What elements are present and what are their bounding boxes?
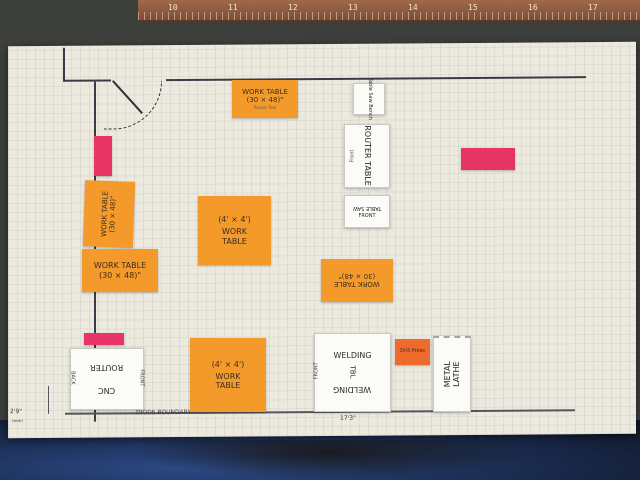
dimension-left-unit: (mm) [12,418,23,424]
work-table-top-card: WORK TABLE (30 × 48)" Router Tool [232,80,298,118]
work-table-left-horizontal-card: WORK TABLE (30 × 48)" [82,249,158,292]
card-title: TABLE SAW [352,204,382,211]
router-table-card: ROUTER TABLE Front [344,124,390,188]
dimension-bottom-right: 17'3" [340,414,356,422]
side-front-label: FRONT [313,362,320,380]
card-title: WORK TABLE [215,371,241,391]
wooden-ruler: 10 11 12 13 14 15 16 17 [138,0,640,22]
card-note: Router Tool [253,104,277,110]
card-title-mirrored: WELDING [333,384,372,394]
card-title: WORK TABLE [334,280,380,289]
card-size: (30 × 48)" [246,95,284,104]
work-table-right-card: WORK TABLE (30 × 48)" [321,259,393,302]
card-title: ROUTER [90,363,124,372]
card-subtitle: TBL [348,366,357,379]
fabric-fold [130,440,530,480]
side-back-label: BACK [69,371,76,385]
pink-note-right [461,148,515,170]
card-title: WORK TABLE [93,261,147,271]
card-subtitle: CNC [98,386,116,396]
side-front-label: FRONT [138,369,145,387]
card-label: Table Saw Bench [366,77,373,121]
card-size: (4' × 4') [218,215,251,225]
ruler-mark: 14 [408,3,418,12]
ruler-mark: 10 [168,3,178,12]
router-cnc-card: ROUTER CNC BACK FRONT [70,348,144,410]
card-size: (30 × 48)" [98,270,142,280]
rotated-text-group: WORK TABLE (30 × 48)" [334,272,380,289]
dimension-line-left [48,385,49,414]
work-table-center-bottom-card: (4' × 4') WORK TABLE [190,338,266,412]
ruler-mark: 13 [348,3,358,12]
side-front-label: Front [349,149,356,163]
card-size: (4' × 4') [211,359,245,369]
ruler-mark: 17 [588,3,598,12]
ruler-mark: 12 [288,3,298,12]
ruler-mark: 15 [468,3,478,12]
work-table-left-vertical-card: WORK TABLE (30 × 48)" [82,180,136,248]
card-size: (30 × 48)" [338,272,376,281]
ruler-mark: 16 [528,3,538,12]
wall-top-left-stub [63,47,65,82]
table-saw-card: TABLE SAW FRONT [344,195,390,228]
card-title: WELDING [333,351,372,361]
table-saw-bench-card: Table Saw Bench [353,78,385,120]
pink-note-bottom-left [84,333,124,345]
work-table-center-top-card: (4' × 4') WORK TABLE [198,196,271,265]
card-title: ROUTER TABLE [362,125,372,187]
welding-table-card: WELDING TBL WELDING FRONT [314,333,391,412]
dimension-left: 2'9" [10,408,23,416]
drill-press-card: Drill Press [395,339,430,365]
card-title: WORK TABLE [221,227,247,246]
metal-lathe-card: METAL LATHE [433,336,471,412]
card-title: WORK TABLE [242,87,288,96]
card-side: FRONT [358,212,376,219]
bottom-boundary-label: DIODE BOUNDARY [136,408,192,417]
card-size: (30 × 48)" [108,195,118,233]
rotated-text-group: WORK TABLE (30 × 48)" [100,191,118,237]
ruler-mark: 11 [228,3,238,12]
pink-note-left [94,136,112,176]
card-title: METAL LATHE [442,361,461,388]
ruler-ticks [138,12,640,20]
card-label: Drill Press [400,348,425,355]
